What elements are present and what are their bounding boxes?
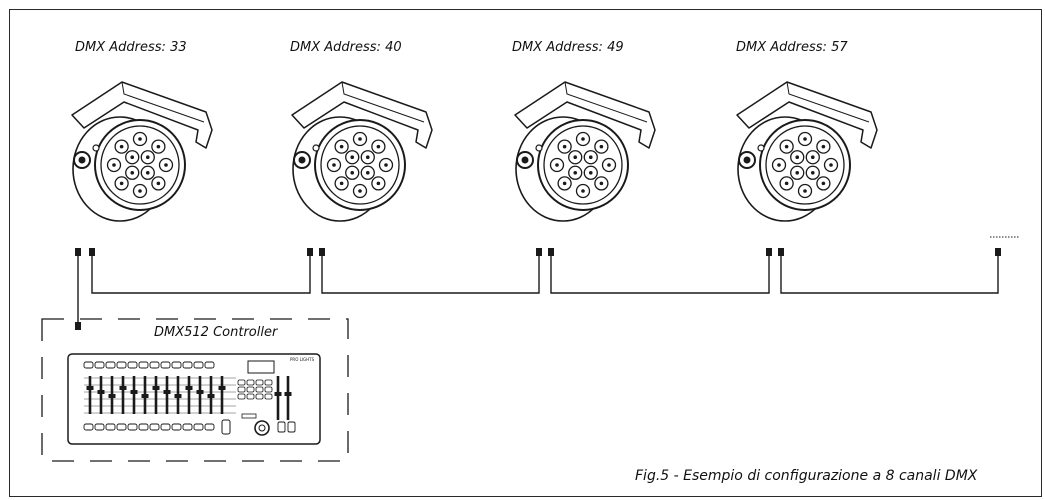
- par-led-fixture-2: [291, 81, 433, 222]
- figure-caption: Fig.5 - Esempio di configurazione a 8 ca…: [635, 468, 978, 484]
- dmx-out-connector-1: [89, 248, 95, 256]
- controller-lcd: [247, 360, 275, 374]
- controller-label: DMX512 Controller: [154, 325, 278, 340]
- fixtures-layer: [71, 81, 878, 222]
- par-led-fixture-1: [71, 81, 213, 222]
- dmx-link-cable-4: [780, 256, 999, 294]
- diagram-frame: [9, 9, 1042, 497]
- par-led-fixture-3: [514, 81, 656, 222]
- dmx-link-cable-1: [91, 256, 311, 294]
- fixture-1-address-label: DMX Address: 33: [75, 40, 187, 55]
- fixture-2-address-label: DMX Address: 40: [290, 40, 402, 55]
- dmx-terminator-connector: [995, 248, 1001, 256]
- par-led-fixture-4: [736, 81, 878, 222]
- fixture-3-address-label: DMX Address: 49: [512, 40, 624, 55]
- controller-dmx-out-connector: [75, 322, 81, 330]
- dmx-cables: [75, 236, 1020, 330]
- dmx-out-connector-4: [778, 248, 784, 256]
- dmx-link-cable-3: [550, 256, 770, 294]
- controller-enclosure: [41, 318, 349, 462]
- dmx-in-connector-3: [536, 248, 542, 256]
- dmx-out-connector-2: [319, 248, 325, 256]
- fixture-4-address-label: DMX Address: 57: [736, 40, 848, 55]
- dmx-in-connector-4: [766, 248, 772, 256]
- dmx-in-connector-2: [307, 248, 313, 256]
- dmx-controller: PRO LIGHTS: [41, 318, 349, 462]
- dmx-link-cable-2: [321, 256, 540, 294]
- dmx-in-connector-1: [75, 248, 81, 256]
- controller-brand-logo: PRO LIGHTS: [290, 357, 315, 362]
- dmx-out-connector-3: [548, 248, 554, 256]
